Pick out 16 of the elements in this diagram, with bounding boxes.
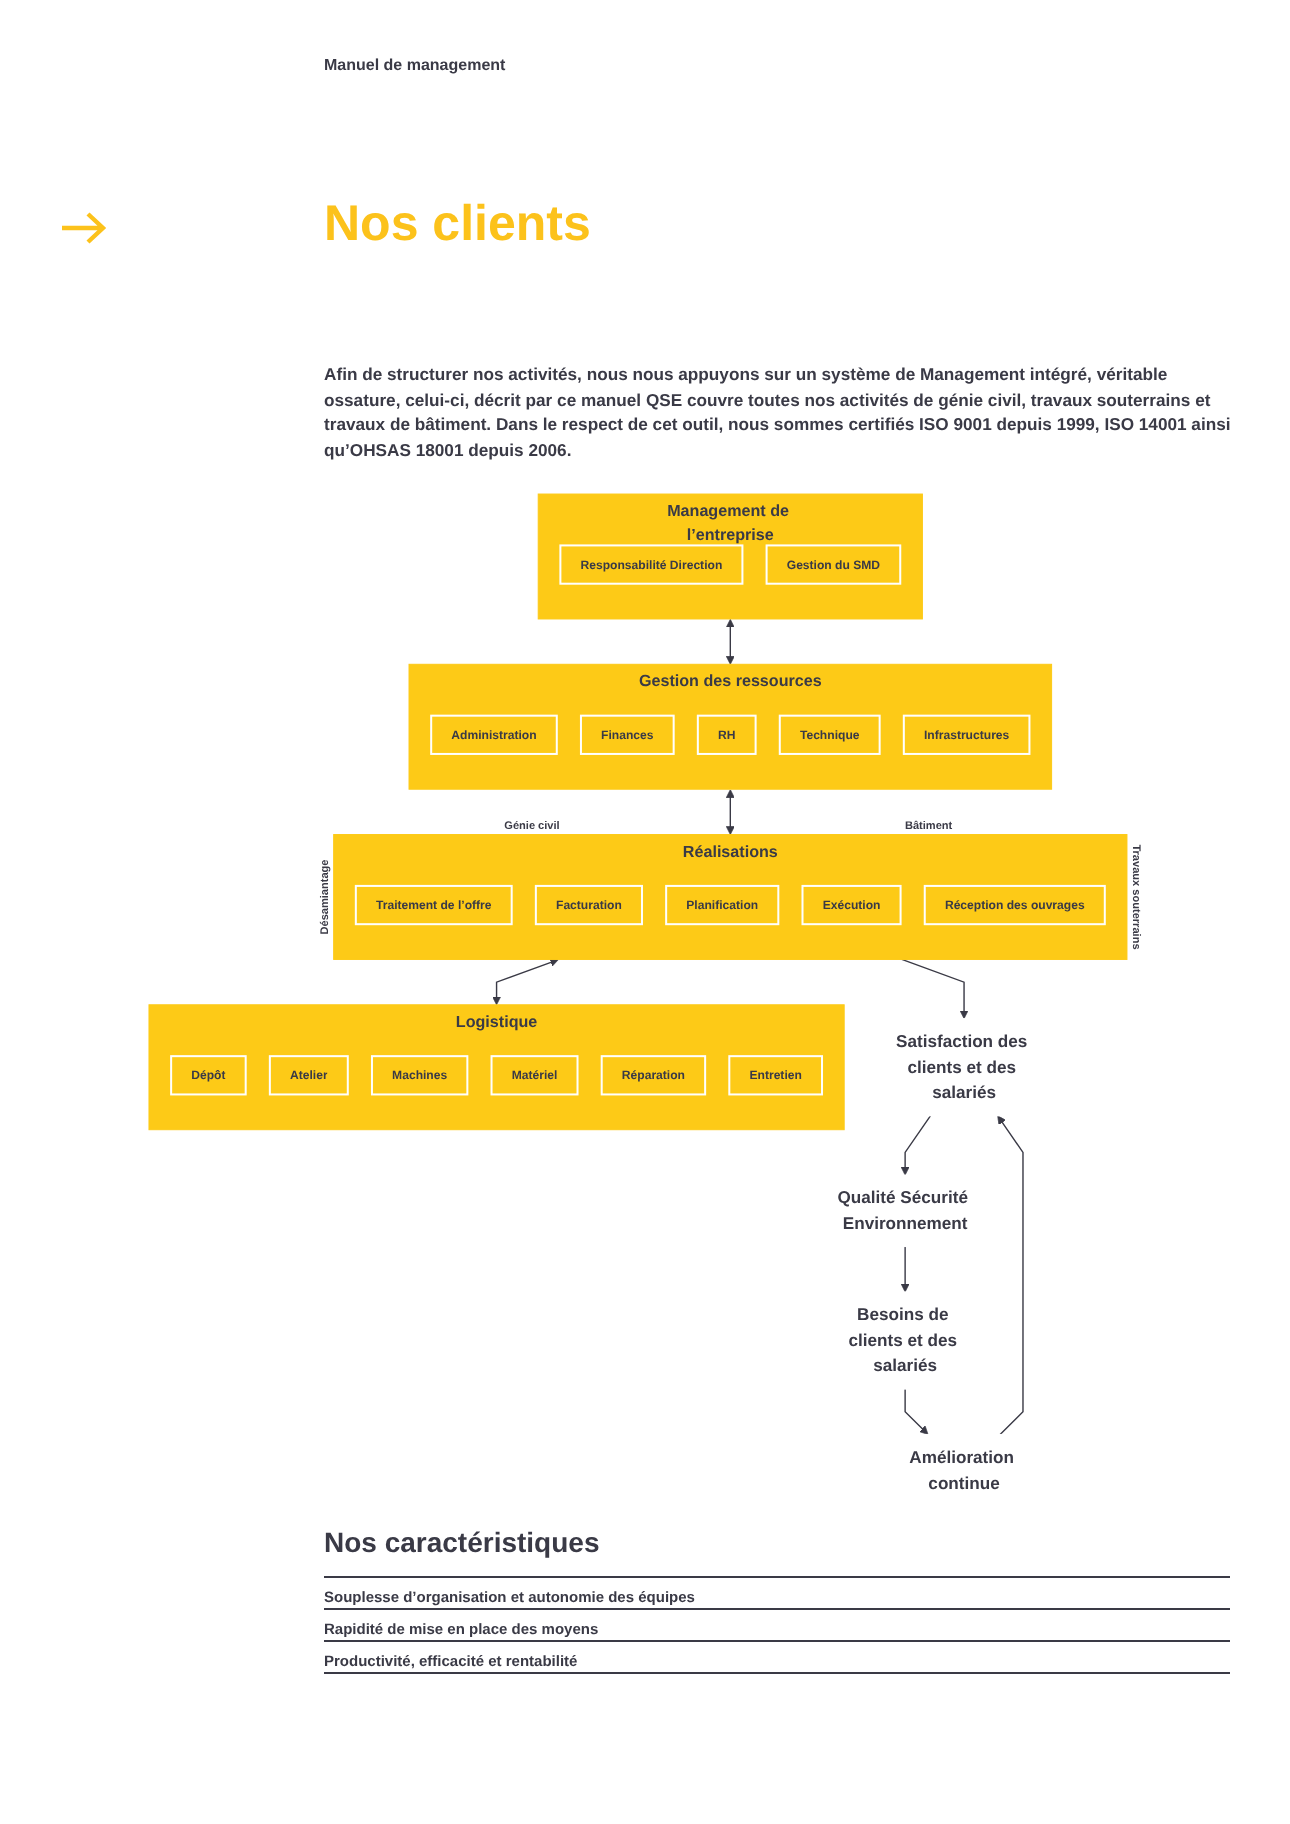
arrow (725, 618, 735, 665)
intro-paragraph: Afin de structurer nos activités, nous nous appuyons sur un système de Management intégré, véritable ossature, celui-ci, décrit par ce manuel QSE couvre toutes nos activités de génie civil, travaux souterrains et travaux de bâtiment. Dans le respect de cet outil, nous sommes certifiés ISO 9001 depuis 1999, ISO 14001 ainsi qu’OHSAS 18001 depuis 2006. (324, 362, 1233, 462)
arrow (900, 1115, 932, 1176)
header-text: Manuel de management (324, 56, 506, 74)
arrow (900, 1245, 910, 1293)
node-text: Satisfaction des clients et des salariés (895, 1031, 1028, 1103)
section-heading: Nos caractéristiques (324, 1526, 600, 1558)
node-text: Qualité Sécurité Environnement (837, 1188, 968, 1233)
arrow (901, 958, 969, 1020)
node-text: Besoins de clients et des salariés (848, 1304, 957, 1376)
arrow (492, 958, 559, 1006)
arrow (904, 1388, 929, 1435)
arrow (725, 789, 735, 835)
arrow (997, 1115, 1024, 1436)
page-title: Nos clients (324, 196, 591, 254)
node-text: Amélioration continue (909, 1447, 1015, 1493)
